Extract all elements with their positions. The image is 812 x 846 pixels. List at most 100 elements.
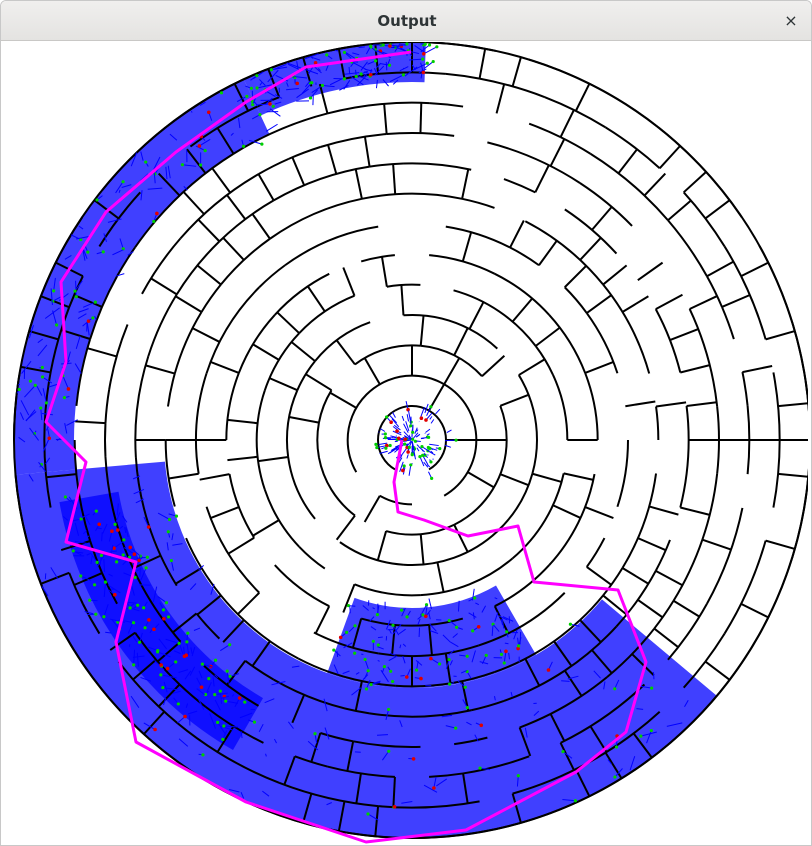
- maze-wall-radial: [673, 599, 700, 618]
- tree-edge: [82, 530, 88, 535]
- tree-edge: [153, 172, 156, 184]
- tree-edge: [64, 423, 68, 434]
- maze-wall-radial: [721, 294, 751, 308]
- maze-wall-radial: [686, 401, 717, 407]
- maze-wall-radial: [778, 472, 808, 478]
- tree-edge: [301, 82, 313, 94]
- tree-edge: [38, 461, 47, 472]
- tree-edge: [287, 63, 301, 71]
- tree-edge: [401, 415, 405, 421]
- tree-edge: [42, 376, 53, 384]
- tree-edge: [125, 527, 129, 538]
- tree-edge: [20, 400, 30, 416]
- tree-edge: [466, 721, 472, 726]
- maze-wall-arc: [487, 141, 581, 184]
- tree-edge: [62, 375, 69, 390]
- maze-wall-radial: [306, 285, 326, 312]
- tree-edge: [143, 516, 150, 528]
- tree-edge: [360, 61, 368, 71]
- maze-wall-radial: [481, 355, 506, 377]
- tree-edge: [122, 515, 128, 523]
- tree-node: [366, 669, 370, 673]
- tree-edge: [311, 86, 322, 93]
- tree-edge: [274, 94, 283, 99]
- tree-node: [431, 59, 435, 64]
- tree-node: [614, 745, 619, 749]
- tree-node: [428, 446, 432, 450]
- tree-edge: [217, 722, 227, 735]
- tree-edge: [436, 778, 448, 787]
- maze-wall-arc: [317, 457, 356, 517]
- maze-wall-arc: [43, 439, 52, 508]
- tree-node: [225, 669, 229, 673]
- maze-wall-arc: [511, 473, 565, 560]
- maze-wall-radial: [453, 327, 469, 356]
- tree-edge: [435, 408, 441, 415]
- tree-edge: [423, 784, 438, 793]
- sample-point: [97, 522, 101, 527]
- tree-edge: [226, 671, 230, 685]
- tree-edge: [198, 670, 203, 679]
- tree-edge: [503, 651, 507, 664]
- maze-wall-radial: [478, 48, 487, 79]
- sample-point: [197, 144, 202, 148]
- tree-edge: [103, 604, 109, 617]
- tree-node: [325, 53, 329, 57]
- tree-node: [613, 687, 617, 691]
- maze-wall-radial: [40, 571, 70, 585]
- tree-edge: [116, 503, 119, 516]
- maze-wall-arc: [141, 237, 182, 295]
- tree-edge: [603, 681, 606, 690]
- tree-node: [639, 734, 643, 738]
- tree-node: [463, 685, 467, 689]
- tree-edge: [403, 423, 409, 433]
- maze-wall-arc: [685, 405, 690, 441]
- maze-wall-arc: [655, 406, 660, 441]
- tree-edge: [24, 385, 36, 398]
- tree-edge: [21, 360, 32, 374]
- tree-node: [71, 549, 75, 553]
- maze-wall-radial: [211, 167, 231, 194]
- tree-edge: [475, 602, 480, 606]
- tree-edge: [322, 85, 335, 88]
- maze-wall-radial: [563, 670, 583, 697]
- tree-node: [251, 103, 255, 107]
- maze-wall-arc: [258, 264, 286, 288]
- tree-node: [385, 415, 389, 419]
- tree-edge: [265, 753, 267, 757]
- maze-wall-radial: [518, 358, 546, 376]
- sample-point: [516, 646, 520, 651]
- sample-point: [206, 110, 211, 115]
- maze-wall-arc: [479, 77, 546, 99]
- maze-wall-arc: [654, 308, 682, 373]
- close-icon[interactable]: ×: [784, 11, 798, 30]
- tree-edge: [165, 638, 180, 644]
- tree-node: [454, 726, 458, 730]
- tree-edge: [173, 650, 181, 655]
- maze-wall-arc: [329, 671, 396, 687]
- tree-edge: [423, 46, 438, 55]
- tree-node: [203, 692, 208, 697]
- tree-edge: [78, 225, 84, 230]
- maze-wall-radial: [553, 640, 573, 667]
- maze-wall-radial: [226, 660, 247, 686]
- sample-point: [389, 420, 393, 425]
- maze-wall-radial: [552, 504, 581, 519]
- tree-node: [374, 59, 378, 63]
- tree-node: [52, 289, 56, 293]
- tree-edge: [47, 429, 50, 438]
- maze-wall-arc: [503, 669, 566, 702]
- tree-node: [255, 74, 259, 78]
- tree-node: [91, 316, 95, 320]
- tree-edge: [50, 288, 53, 306]
- tree-edge: [420, 406, 425, 418]
- maze-wall-radial: [210, 506, 240, 519]
- title-bar[interactable]: Output ×: [1, 1, 811, 41]
- sample-point: [424, 418, 428, 422]
- tree-edge: [220, 695, 230, 699]
- maze-wall-arc: [429, 772, 464, 778]
- tree-edge: [561, 680, 570, 682]
- maze-wall-radial: [574, 83, 591, 112]
- maze-wall-radial: [574, 768, 591, 797]
- maze-wall-radial: [461, 231, 473, 262]
